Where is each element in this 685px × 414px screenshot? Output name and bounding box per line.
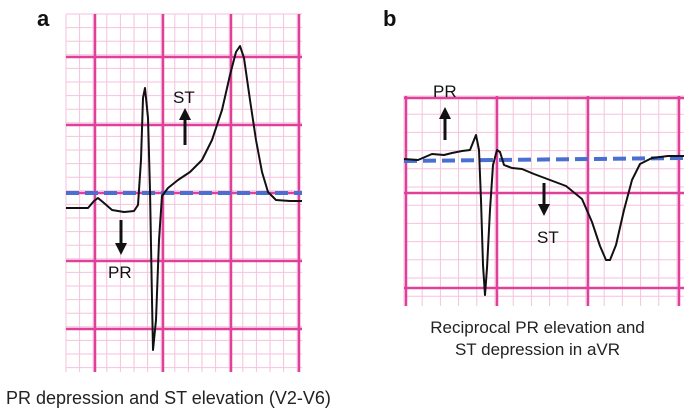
panel-b-ecg-trace xyxy=(403,134,684,296)
panel-b-pr-label: PR xyxy=(433,82,457,101)
panel-a-caption: PR depression and ST elevation (V2-V6) xyxy=(6,388,331,408)
panel-b-letter: b xyxy=(383,6,397,31)
panel-b-grid xyxy=(403,95,684,306)
panel-b-caption-line1: Reciprocal PR elevation and xyxy=(430,318,645,337)
panel-b-st-down-arrow xyxy=(538,183,550,216)
panel-b-st-label: ST xyxy=(537,228,559,247)
panel-a-letter: a xyxy=(37,6,50,31)
panel-a-st-up-arrow xyxy=(179,108,191,145)
panel-a-pr-label: PR xyxy=(108,263,132,282)
panel-a-ecg-trace xyxy=(66,45,302,351)
panel-b-caption-line2: ST depression in aVR xyxy=(454,340,621,359)
panel-a-st-label: ST xyxy=(173,88,195,107)
panel-b-baseline xyxy=(403,156,685,163)
panel-b-pr-up-arrow xyxy=(439,107,451,140)
panel-a-pr-down-arrow xyxy=(115,220,127,255)
